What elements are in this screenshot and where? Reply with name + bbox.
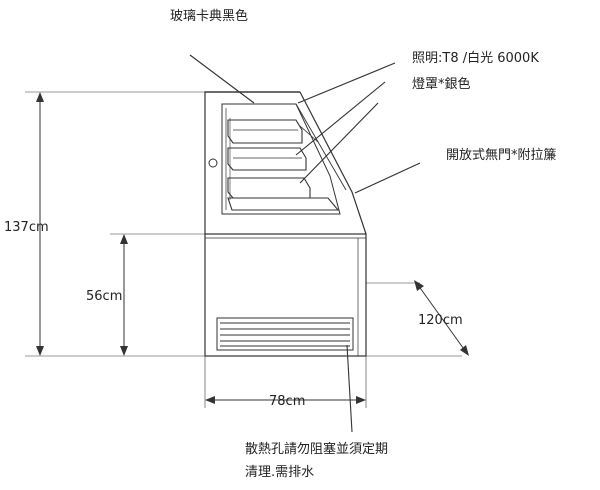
glass-callout-label: 玻璃卡典黑色 xyxy=(170,9,249,24)
lock-circle xyxy=(208,158,218,168)
shelf-top xyxy=(227,119,303,144)
display-glass-window xyxy=(221,103,341,215)
vent-louvers xyxy=(216,317,354,351)
glass-leader xyxy=(189,54,255,104)
total-height-label: 137cm xyxy=(4,220,49,235)
shelf-middle xyxy=(227,147,307,171)
open-front-callout-label: 開放式無門*附拉簾 xyxy=(446,148,557,163)
dimension-total-height xyxy=(25,91,205,357)
dimension-base-height xyxy=(110,233,205,356)
callout-leaders xyxy=(189,54,421,433)
lighting-leader xyxy=(297,62,396,104)
display-case-upper-body xyxy=(204,91,367,235)
lamp-cover-leader-1 xyxy=(295,81,386,156)
shelf-bottom xyxy=(227,177,311,199)
display-case-base xyxy=(204,233,367,357)
width-label: 78cm xyxy=(269,394,306,409)
dimension-width xyxy=(204,356,367,408)
shelves xyxy=(227,118,340,211)
depth-label: 120cm xyxy=(418,313,463,328)
vent-callout-label-line2: 清理.需排水 xyxy=(245,465,315,480)
vent-callout-label-line1: 散熱孔請勿阻塞並須定期 xyxy=(245,442,389,457)
bottom-deck xyxy=(227,197,340,211)
vent-leader xyxy=(346,344,353,433)
lighting-callout-label: 照明:T8 /白光 6000K xyxy=(412,51,539,66)
dimension-depth xyxy=(366,280,469,357)
lamp-cover-callout-label: 燈罩*銀色 xyxy=(412,77,471,92)
lamp-cover-leader-2 xyxy=(299,102,379,184)
open-front-leader xyxy=(354,162,421,194)
base-height-label: 56cm xyxy=(86,289,123,304)
